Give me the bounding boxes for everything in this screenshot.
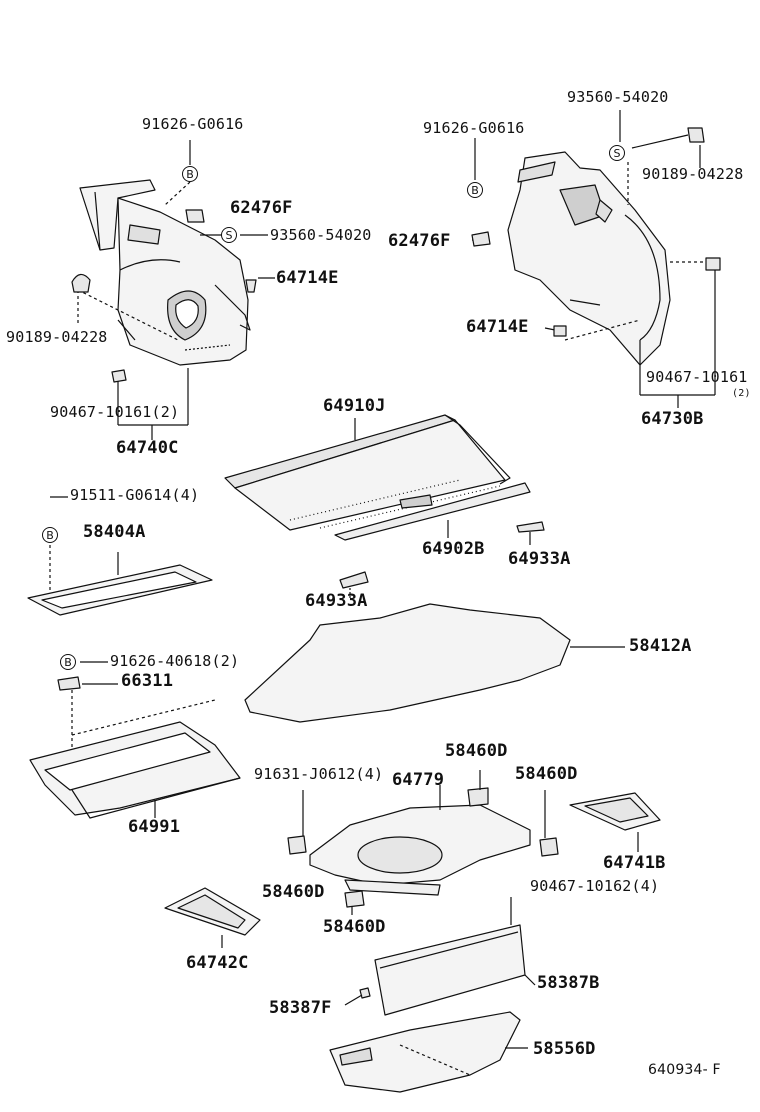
symbol-b-icon: B	[182, 166, 198, 182]
part-58556d-cover	[329, 1011, 528, 1093]
symbol-b-icon: B	[467, 182, 483, 198]
part-64910j-tonneau-cover	[224, 414, 511, 531]
part-64730b-right-quarter-trim	[471, 110, 721, 408]
label-62476f-right: 62476F	[388, 231, 451, 251]
symbol-s-icon: S	[609, 145, 625, 161]
label-58412a: 58412A	[629, 636, 692, 656]
label-64714e-right: 64714E	[466, 317, 529, 337]
label-58404a: 58404A	[83, 522, 146, 542]
label-62476f-left: 62476F	[230, 198, 293, 218]
label-64910j: 64910J	[323, 396, 386, 416]
label-58460d-bottom: 58460D	[323, 917, 386, 937]
part-64933a-clip	[339, 571, 369, 598]
label-64741b: 64741B	[603, 853, 666, 873]
symbol-s-icon: S	[221, 227, 237, 243]
label-quantity-2-right: (2)	[732, 388, 751, 399]
label-91626-g0616-right: 91626-G0616	[423, 119, 525, 137]
label-58387f: 58387F	[269, 998, 332, 1018]
label-64740c: 64740C	[116, 438, 179, 458]
part-64742c-cover	[164, 887, 261, 948]
label-91631-j0612: 91631-J0612(4)	[254, 765, 384, 783]
label-66311: 66311	[121, 671, 174, 691]
part-64779-spare-tire-cover	[287, 770, 559, 915]
label-93560-54020-left: 93560-54020	[270, 226, 372, 244]
label-90189-04228-left: 90189-04228	[6, 328, 108, 346]
part-64740c-left-quarter-trim	[71, 140, 275, 440]
label-90467-10162: 90467-10162(4)	[530, 877, 660, 895]
label-91511-g0614: 91511-G0614(4)	[70, 486, 200, 504]
label-90189-04228-right: 90189-04228	[642, 165, 744, 183]
label-58460d-left: 58460D	[262, 882, 325, 902]
label-64933a-left: 64933A	[305, 591, 368, 611]
part-58387b-panel	[344, 897, 536, 1016]
part-64741b-cover	[569, 792, 661, 852]
label-58556d: 58556D	[533, 1039, 596, 1059]
label-64933a-right: 64933A	[508, 549, 571, 569]
part-58412a-trunk-mat	[244, 603, 625, 723]
part-58404a-frame	[27, 496, 213, 616]
label-90467-10161-right: 90467-10161	[646, 368, 748, 386]
label-58460d-top: 58460D	[445, 741, 508, 761]
part-64902b-panel	[334, 482, 545, 545]
label-64779: 64779	[392, 770, 445, 790]
label-64742c: 64742C	[186, 953, 249, 973]
label-91626-40618: 91626-40618(2)	[110, 652, 240, 670]
label-64730b: 64730B	[641, 409, 704, 429]
label-90467-10161-left: 90467-10161(2)	[50, 403, 180, 421]
part-64991-storage-box	[29, 661, 241, 819]
diagram-code: 640934- F	[648, 1062, 721, 1078]
label-93560-54020-right: 93560-54020	[567, 88, 669, 106]
label-58387b: 58387B	[537, 973, 600, 993]
label-64991: 64991	[128, 817, 181, 837]
label-64714e-left: 64714E	[276, 268, 339, 288]
symbol-b-icon: B	[60, 654, 76, 670]
symbol-b-icon: B	[42, 527, 58, 543]
label-58460d-right: 58460D	[515, 764, 578, 784]
label-91626-g0616-left: 91626-G0616	[142, 115, 244, 133]
label-64902b: 64902B	[422, 539, 485, 559]
